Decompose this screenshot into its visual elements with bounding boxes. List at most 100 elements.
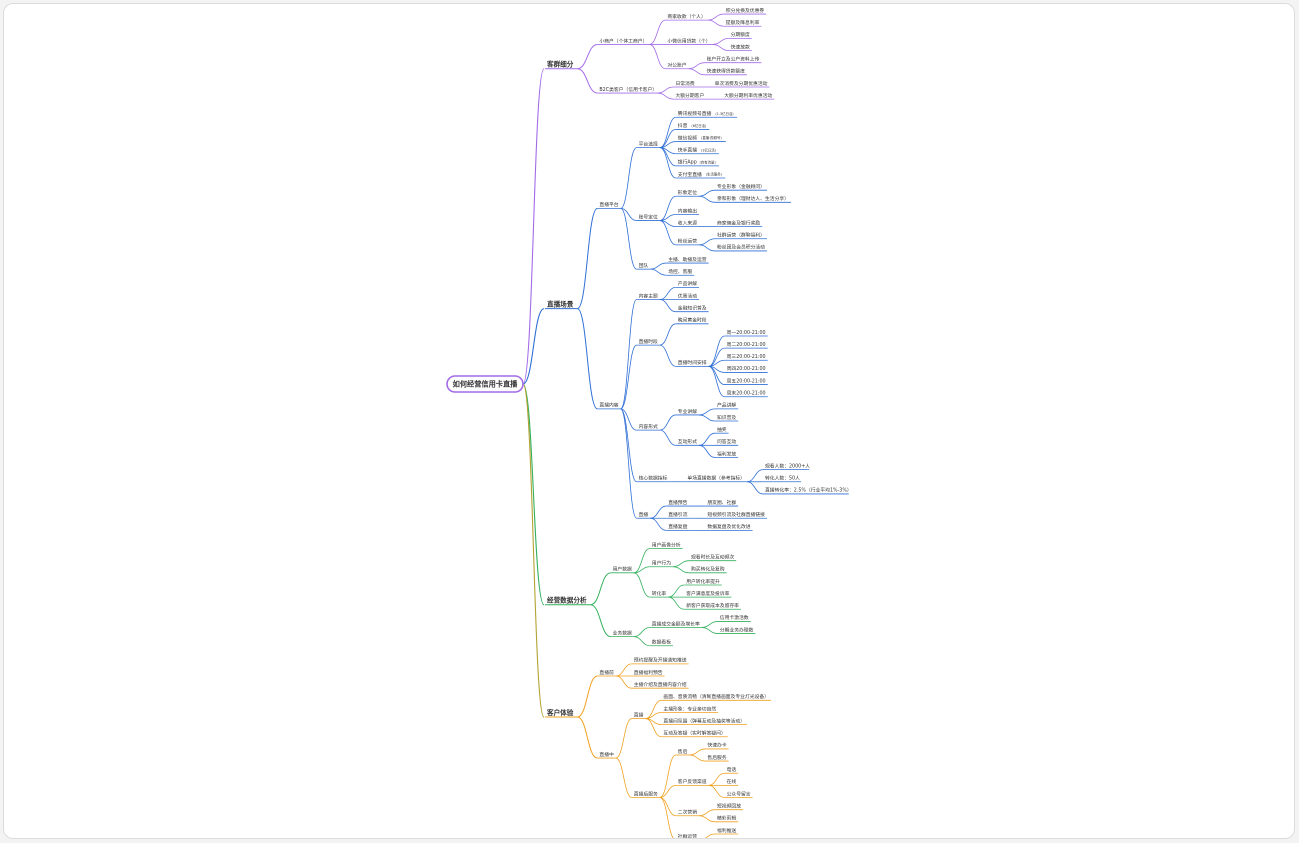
topic-node[interactable]: 电话 bbox=[727, 766, 737, 773]
topic-node[interactable]: 内容主题 bbox=[639, 292, 658, 299]
topic-node[interactable]: 主播、助播及运营 bbox=[668, 256, 707, 263]
topic-node[interactable]: 大额分期客户 bbox=[675, 92, 704, 99]
branch-title[interactable]: 客户体验 bbox=[546, 708, 574, 717]
topic-node[interactable]: 直播 bbox=[639, 511, 649, 518]
topic-node[interactable]: 金融知识普及 bbox=[678, 304, 707, 311]
topic-node[interactable]: 日常消费 bbox=[675, 80, 694, 87]
topic-node[interactable]: 抽奖 bbox=[717, 426, 727, 433]
topic-node[interactable]: 直播引流 bbox=[668, 511, 687, 518]
topic-node[interactable]: 社群运营（群聊福利） bbox=[717, 232, 765, 239]
topic-node[interactable]: 产品讲解 bbox=[678, 280, 697, 287]
topic-node[interactable]: 直播平台 bbox=[599, 201, 618, 208]
topic-node[interactable]: 用户转化率提升 bbox=[686, 578, 720, 585]
topic-node[interactable]: 快速获得贷款额度 bbox=[707, 68, 746, 75]
topic-node[interactable]: 朋友圈、社群 bbox=[707, 499, 736, 506]
topic-node[interactable]: 对公账户 bbox=[667, 62, 686, 69]
topic-node[interactable]: 专业讲解 bbox=[678, 408, 697, 415]
topic-node[interactable]: 单次消费及分期优惠活动 bbox=[715, 80, 768, 87]
topic-node[interactable]: 粉丝运营 bbox=[678, 238, 697, 245]
topic-node[interactable]: 在线 bbox=[727, 778, 737, 785]
topic-node[interactable]: 产品讲解 bbox=[717, 402, 736, 409]
topic-node[interactable]: 预约提醒及开播通知推送 bbox=[634, 657, 687, 664]
topic-node[interactable]: 直播时间安排 bbox=[678, 359, 707, 366]
root-topic-box[interactable] bbox=[446, 375, 524, 393]
topic-node[interactable]: 周末20:00-21:00 bbox=[727, 390, 766, 397]
topic-node[interactable]: 优惠活动 bbox=[678, 292, 697, 299]
topic-node[interactable]: 转化率 bbox=[652, 590, 667, 597]
topic-node[interactable]: 账户开立及公户资料上传 bbox=[707, 55, 760, 62]
root-topic[interactable]: 如何经营信用卡直播 bbox=[446, 375, 524, 393]
topic-node[interactable]: 收入来源 bbox=[678, 219, 697, 226]
topic-node[interactable]: 分期额度 bbox=[731, 31, 750, 38]
topic-node[interactable]: 用户画像分析 bbox=[652, 541, 681, 548]
topic-node[interactable]: 形象定位 bbox=[678, 189, 697, 196]
topic-node[interactable]: 专业形象（金融顾问） bbox=[717, 183, 765, 190]
topic-node[interactable]: 二次营销 bbox=[678, 809, 697, 816]
topic-node[interactable]: 直播成交金额及增长率 bbox=[652, 620, 700, 627]
topic-node[interactable]: 信用卡激活数 bbox=[720, 614, 749, 621]
topic-node[interactable]: 亲和形象（理财达人、生活分享） bbox=[717, 195, 789, 202]
topic-node[interactable]: 短视频引流及社群直播链接 bbox=[707, 511, 765, 518]
topic-node[interactable]: 直播转化率：2.5%（行业平均1%-3%） bbox=[765, 487, 852, 494]
topic-node[interactable]: 互动形式 bbox=[678, 438, 697, 445]
topic-node[interactable]: 观看时长及互动频次 bbox=[691, 553, 734, 560]
topic-node[interactable]: 腾讯视频号直播 bbox=[678, 110, 712, 117]
topic-node[interactable]: 微信视频 bbox=[678, 134, 697, 141]
topic-node[interactable]: 分期业务办理数 bbox=[720, 626, 754, 633]
topic-node[interactable]: 直播中 bbox=[599, 751, 614, 758]
topic-node[interactable]: 快手直播 bbox=[678, 147, 697, 154]
topic-node[interactable]: 内容形式 bbox=[639, 423, 658, 430]
topic-node[interactable]: 周四20:00-21:00 bbox=[727, 366, 766, 372]
topic-node[interactable]: 团队 bbox=[639, 262, 649, 269]
topic-node[interactable]: 支付宝直播 bbox=[678, 171, 702, 178]
topic-node[interactable]: 积分兑换及优惠券 bbox=[726, 7, 765, 14]
topic-node[interactable]: 直播后服务 bbox=[634, 790, 658, 797]
topic-node[interactable]: 平台选择 bbox=[639, 140, 658, 147]
topic-node[interactable]: 小商户（个体工商户） bbox=[599, 37, 647, 44]
topic-node[interactable]: 画面、音质流畅（清晰直播画面及专业灯光设备） bbox=[663, 693, 769, 700]
topic-node[interactable]: 抖音 bbox=[678, 122, 688, 129]
topic-node[interactable]: 数据复盘及优化改进 bbox=[707, 523, 750, 530]
topic-node[interactable]: 用户数据 bbox=[613, 566, 632, 573]
mindmap-canvas[interactable]: 客群细分小商户（个体工商户）商家收款（个人）积分兑换及优惠券提额及降息利率小微信… bbox=[4, 4, 1295, 839]
topic-node[interactable]: 客户满意度及投诉率 bbox=[686, 590, 729, 597]
topic-node[interactable]: 周五20:00-21:00 bbox=[727, 378, 766, 384]
topic-node[interactable]: 互动及答疑（实时解答疑问） bbox=[663, 730, 725, 737]
topic-node[interactable]: 数据看板 bbox=[652, 639, 671, 646]
topic-node[interactable]: 直播复盘 bbox=[668, 523, 687, 530]
topic-node[interactable]: 小微信用贷款（个） bbox=[667, 37, 710, 44]
topic-node[interactable]: 快速办卡 bbox=[707, 742, 726, 749]
topic-node[interactable]: 短视频回放 bbox=[717, 802, 741, 809]
topic-node[interactable]: 单场直播数据（参考指标） bbox=[687, 475, 745, 482]
topic-node[interactable]: 周二20:00-21:00 bbox=[727, 342, 766, 348]
topic-node[interactable]: 售后服务 bbox=[707, 754, 726, 761]
topic-node[interactable]: 场控、客服 bbox=[668, 268, 692, 275]
topic-node[interactable]: B2C类客户（信用卡客户） bbox=[599, 86, 657, 93]
topic-node[interactable]: 直播前 bbox=[599, 669, 614, 676]
topic-node[interactable]: 快速放款 bbox=[731, 43, 750, 50]
branch-title[interactable]: 客群细分 bbox=[546, 60, 574, 69]
topic-node[interactable]: 售后 bbox=[678, 748, 688, 755]
topic-node[interactable]: 转化人数：50人 bbox=[765, 475, 800, 482]
topic-node[interactable]: 提额及降息利率 bbox=[726, 19, 760, 26]
topic-node[interactable]: 观看人数：2000+人 bbox=[765, 462, 810, 469]
topic-node[interactable]: 公众号留言 bbox=[727, 790, 751, 797]
topic-node[interactable]: 直播间氛围（弹幕互动及抽奖等活动） bbox=[663, 717, 745, 724]
topic-node[interactable]: 周一20:00-21:00 bbox=[727, 330, 766, 336]
topic-node[interactable]: 晚间黄金时段 bbox=[678, 317, 707, 324]
branch-title[interactable]: 经营数据分析 bbox=[547, 596, 587, 605]
topic-node[interactable]: 周三20:00-21:00 bbox=[727, 354, 766, 360]
topic-node[interactable]: 购买转化及复购 bbox=[691, 566, 725, 573]
topic-node[interactable]: 直播时段 bbox=[639, 338, 658, 345]
topic-node[interactable]: 核心数据指标 bbox=[639, 475, 668, 482]
topic-node[interactable]: 主播介绍及直播内容介绍 bbox=[634, 681, 687, 688]
topic-node[interactable]: 知识普及 bbox=[717, 414, 736, 421]
topic-node[interactable]: 新客户获取成本及留存率 bbox=[686, 602, 739, 609]
topic-node[interactable]: 直播 bbox=[634, 711, 644, 718]
topic-node[interactable]: 内容输出 bbox=[678, 207, 697, 214]
branch-title[interactable]: 直播场景 bbox=[547, 299, 574, 308]
topic-node[interactable]: 直播预告 bbox=[668, 499, 687, 506]
topic-node[interactable]: 商家佣金及银行奖励 bbox=[717, 219, 760, 226]
topic-node[interactable]: 福利推送 bbox=[717, 827, 736, 834]
topic-node[interactable]: 业务数据 bbox=[613, 629, 632, 636]
